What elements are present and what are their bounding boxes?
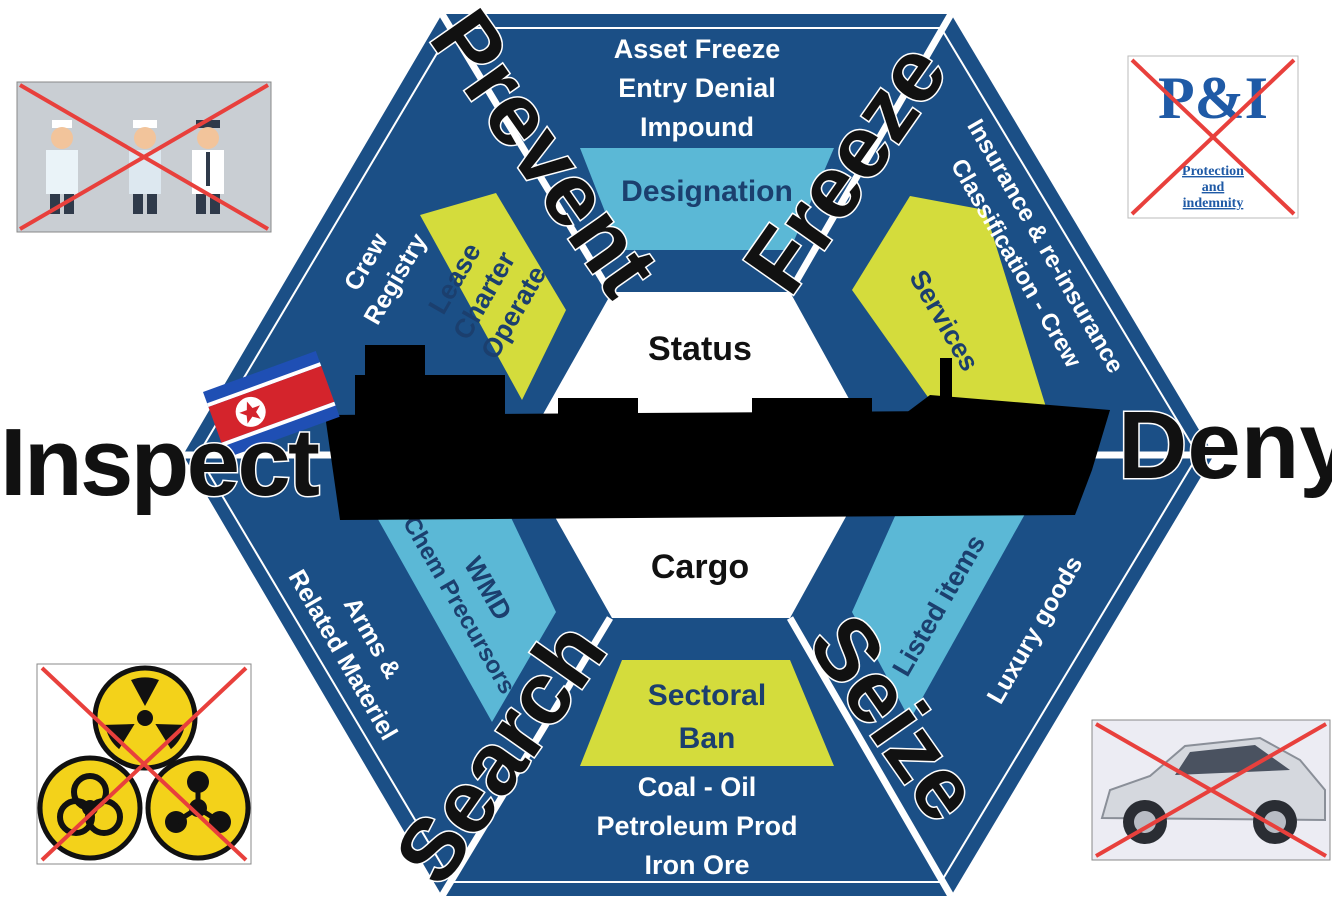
status-label: Status (648, 330, 752, 368)
hazard-panel (36, 663, 252, 865)
top-segment-text: Asset Freeze Entry Denial Impound (614, 34, 781, 142)
pi-line-3: indemnity (1183, 196, 1244, 211)
cross-line (18, 83, 270, 231)
impound-label: Impound (640, 112, 754, 142)
flag-icon (203, 350, 340, 458)
sectoral-ban-block: Sectoral Ban (580, 660, 834, 766)
designation-label: Designation (621, 175, 793, 208)
bottom-segment-text: Coal - Oil Petroleum Prod Iron Ore (596, 772, 797, 880)
pi-line-1: Protection (1182, 164, 1244, 179)
radiation-icon (92, 665, 198, 771)
crew-panel (16, 81, 272, 233)
listed-items-block: Listed items (852, 505, 1030, 720)
sectoral-label-1: Sectoral (648, 679, 766, 712)
inspect-label: Inspect (0, 409, 320, 516)
entry-denial-label: Entry Denial (618, 73, 776, 103)
lease-charter-block: Lease Charter Operate (420, 193, 566, 400)
services-block: Services (852, 196, 1050, 420)
deny-label: Deny (1118, 392, 1332, 499)
cross-line (1130, 58, 1296, 216)
coal-oil-label: Coal - Oil (638, 772, 757, 802)
segment-dividers (183, 12, 1214, 898)
cross-line (40, 666, 248, 862)
sectoral-label-2: Ban (679, 722, 736, 755)
petroleum-label: Petroleum Prod (596, 811, 797, 841)
ship-silhouette-icon (325, 345, 1110, 520)
pi-logo: P&I (1158, 65, 1268, 131)
iron-ore-label: Iron Ore (644, 850, 749, 880)
car-panel (1091, 719, 1331, 861)
biohazard-icon (37, 755, 143, 861)
cargo-label: Cargo (651, 548, 749, 586)
pi-line-2: and (1202, 180, 1225, 195)
designation-block: Designation (580, 148, 834, 250)
pi-panel: P&I Protection and indemnity (1127, 55, 1299, 219)
asset-freeze-label: Asset Freeze (614, 34, 781, 64)
chemical-weapon-icon (145, 755, 251, 861)
cross-line (1095, 722, 1327, 858)
